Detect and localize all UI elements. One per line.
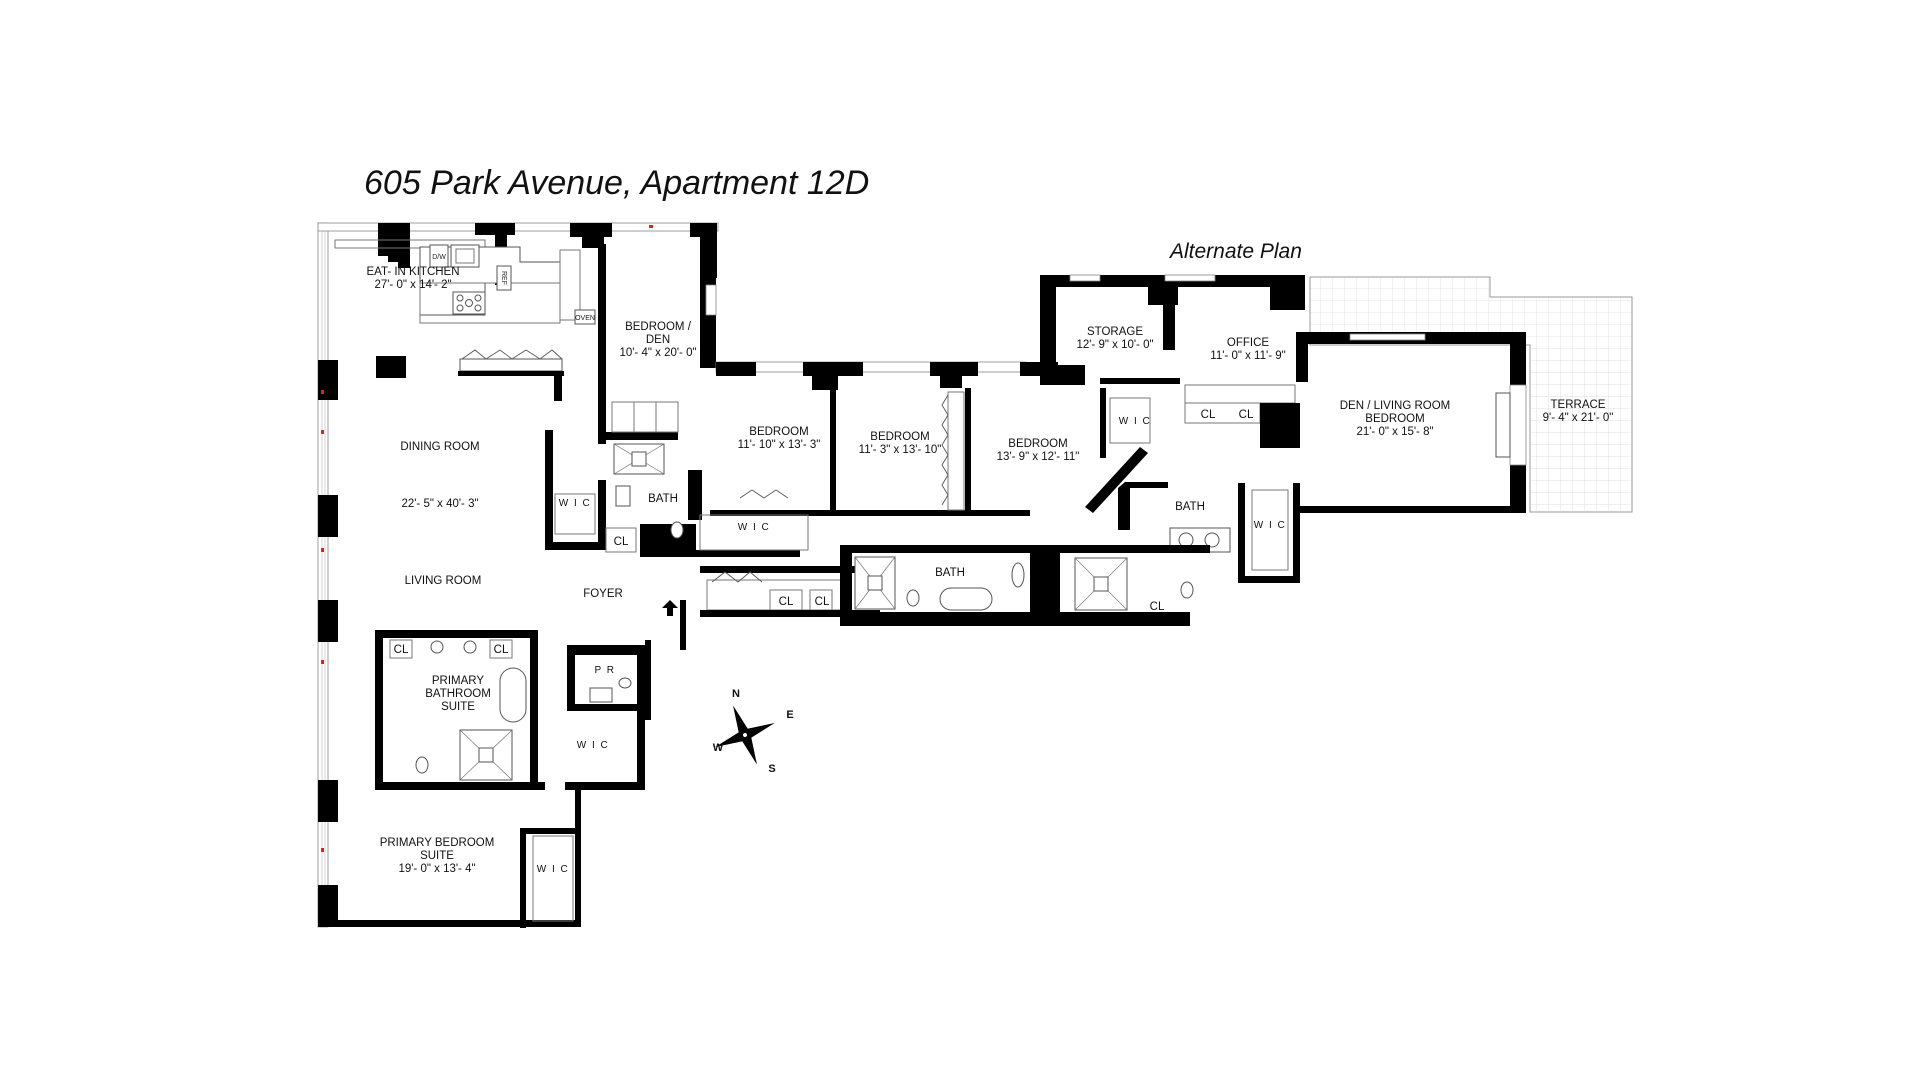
den-living-dims: 21'- 0" x 15'- 8": [1356, 426, 1433, 438]
toilet-icon: [670, 521, 684, 539]
closet-label-foyer: CL: [779, 596, 794, 608]
storage-label: STORAGE: [1087, 326, 1143, 338]
closet-label-office-1: CL: [1201, 409, 1216, 421]
shower-icon: [459, 729, 513, 781]
foyer-label: FOYER: [583, 588, 623, 600]
terrace-label: TERRACE: [1551, 399, 1606, 411]
compass-north: N: [732, 688, 740, 700]
primary-bedroom-dims: 19'- 0" x 13'- 4": [398, 863, 475, 875]
primary-bath-suite: CL CL PRIMARY BATHROOM SUITE: [375, 630, 545, 790]
shower-icon: [1074, 557, 1128, 611]
terrace-area: TERRACE 9'- 4" x 21'- 0": [1309, 276, 1633, 513]
oven-label: OVEN: [575, 315, 595, 322]
closet-label-office-2: CL: [1239, 409, 1254, 421]
bedroom-1-dims: 11'- 10" x 13'- 3": [738, 439, 821, 451]
bath-label-central: BATH: [935, 567, 965, 579]
bathtub-icon: [499, 667, 527, 723]
compass-rose-icon: [715, 705, 775, 765]
bedrooms-row: W I C BEDROOM 11'- 10" x 13'- 3" BEDROOM…: [699, 361, 1152, 551]
bath-label-east: BATH: [1175, 501, 1205, 513]
bath-label: BATH: [648, 493, 678, 505]
bedroom-1-label: BEDROOM: [749, 426, 808, 438]
bedroom-den-label-1: BEDROOM /: [625, 321, 692, 333]
wic-label-east: W I C: [1254, 520, 1287, 531]
living-room-label: LIVING ROOM: [405, 575, 482, 587]
storage-dims: 12'- 9" x 10'- 0": [1076, 339, 1153, 351]
central-baths: BATH CL: [840, 545, 1210, 626]
bedroom-den-label-2: DEN: [646, 334, 670, 346]
bedroom-2-label: BEDROOM: [870, 431, 929, 443]
bedroom-den: BEDROOM / DEN 10'- 4" x 20'- 0": [598, 223, 717, 444]
kitchen-label: EAT- IN KITCHEN: [366, 266, 459, 278]
east-bath-cluster: BATH W I C: [1118, 482, 1300, 583]
plan-title: 605 Park Avenue, Apartment 12D: [364, 164, 869, 202]
primary-bath-label-1: PRIMARY: [432, 675, 485, 687]
shower-icon: [613, 443, 665, 475]
toilet-icon: [906, 589, 920, 607]
toilet-icon: [618, 677, 632, 689]
terrace-dims: 9'- 4" x 21'- 0": [1543, 412, 1614, 424]
den-living-bedroom: DEN / LIVING ROOM BEDROOM 21'- 0" x 15'-…: [1296, 332, 1527, 513]
bedroom-3-dims: 13'- 9" x 12'- 11": [997, 451, 1080, 463]
primary-bedroom-suite: W I C PRIMARY BEDROOM SUITE 19'- 0" x 13…: [380, 790, 581, 928]
den-living-label-2: BEDROOM: [1365, 413, 1424, 425]
closet-label-central: CL: [1150, 601, 1165, 613]
wic-label-pbr: W I C: [537, 864, 570, 875]
dining-room-label: DINING ROOM: [400, 441, 479, 453]
kitchen-dims: 27'- 0" x 14'- 2": [374, 279, 451, 291]
kitchen: D/W REF OVEN EAT- IN KITCHEN 27'- 0" x 1…: [334, 239, 596, 325]
den-bath-cluster: W I C BATH CL: [545, 430, 702, 553]
closet-label-pb-2: CL: [494, 644, 509, 656]
office-dims: 11'- 0" x 11'- 9": [1210, 350, 1285, 362]
den-living-label-1: DEN / LIVING ROOM: [1340, 400, 1451, 412]
wic-label-2: W I C: [738, 522, 771, 533]
refrigerator-label: REF: [500, 271, 507, 285]
powder-room-label: P R: [595, 665, 616, 676]
west-wing-walls: [317, 222, 719, 928]
primary-bath-label-2: BATHROOM: [425, 688, 491, 700]
primary-bath-label-3: SUITE: [441, 701, 475, 713]
bedroom-2-dims: 11'- 3" x 13'- 10": [859, 444, 942, 456]
primary-bedroom-label-2: SUITE: [420, 850, 454, 862]
toilet-icon: [415, 756, 429, 774]
closet-label-foyer-2: CL: [815, 596, 830, 608]
storage-office: STORAGE 12'- 9" x 10'- 0" OFFICE 11'- 0"…: [1040, 274, 1305, 448]
powder-room: P R W I C: [565, 645, 645, 790]
wic-label-pb: W I C: [577, 740, 610, 751]
compass-east: E: [786, 709, 793, 721]
compass-west: W: [713, 742, 724, 754]
dining-buffet: [458, 349, 564, 401]
cooktop-icon: [452, 291, 486, 315]
primary-bedroom-label-1: PRIMARY BEDROOM: [380, 837, 495, 849]
entry-arrow-icon: [662, 600, 678, 616]
wic-label-3: W I C: [1119, 416, 1152, 427]
bedroom-3-label: BEDROOM: [1008, 438, 1067, 450]
column: [376, 356, 406, 378]
alternate-plan-label: Alternate Plan: [1168, 240, 1302, 263]
bathtub-icon: [939, 587, 993, 611]
closet-label: CL: [614, 536, 629, 548]
dining-room-dims: 22'- 5" x 40'- 3": [401, 498, 478, 510]
sink-icon: [463, 640, 477, 654]
wic-label: W I C: [559, 498, 592, 509]
closet-label-pb-1: CL: [394, 644, 409, 656]
compass-south: S: [768, 763, 775, 775]
office-label: OFFICE: [1227, 337, 1269, 349]
toilet-icon: [1180, 581, 1194, 599]
shower-icon: [854, 556, 896, 610]
dishwasher-label: D/W: [432, 254, 446, 261]
sink-icon: [430, 640, 444, 654]
bedroom-den-dims: 10'- 4" x 20'- 0": [619, 347, 696, 359]
